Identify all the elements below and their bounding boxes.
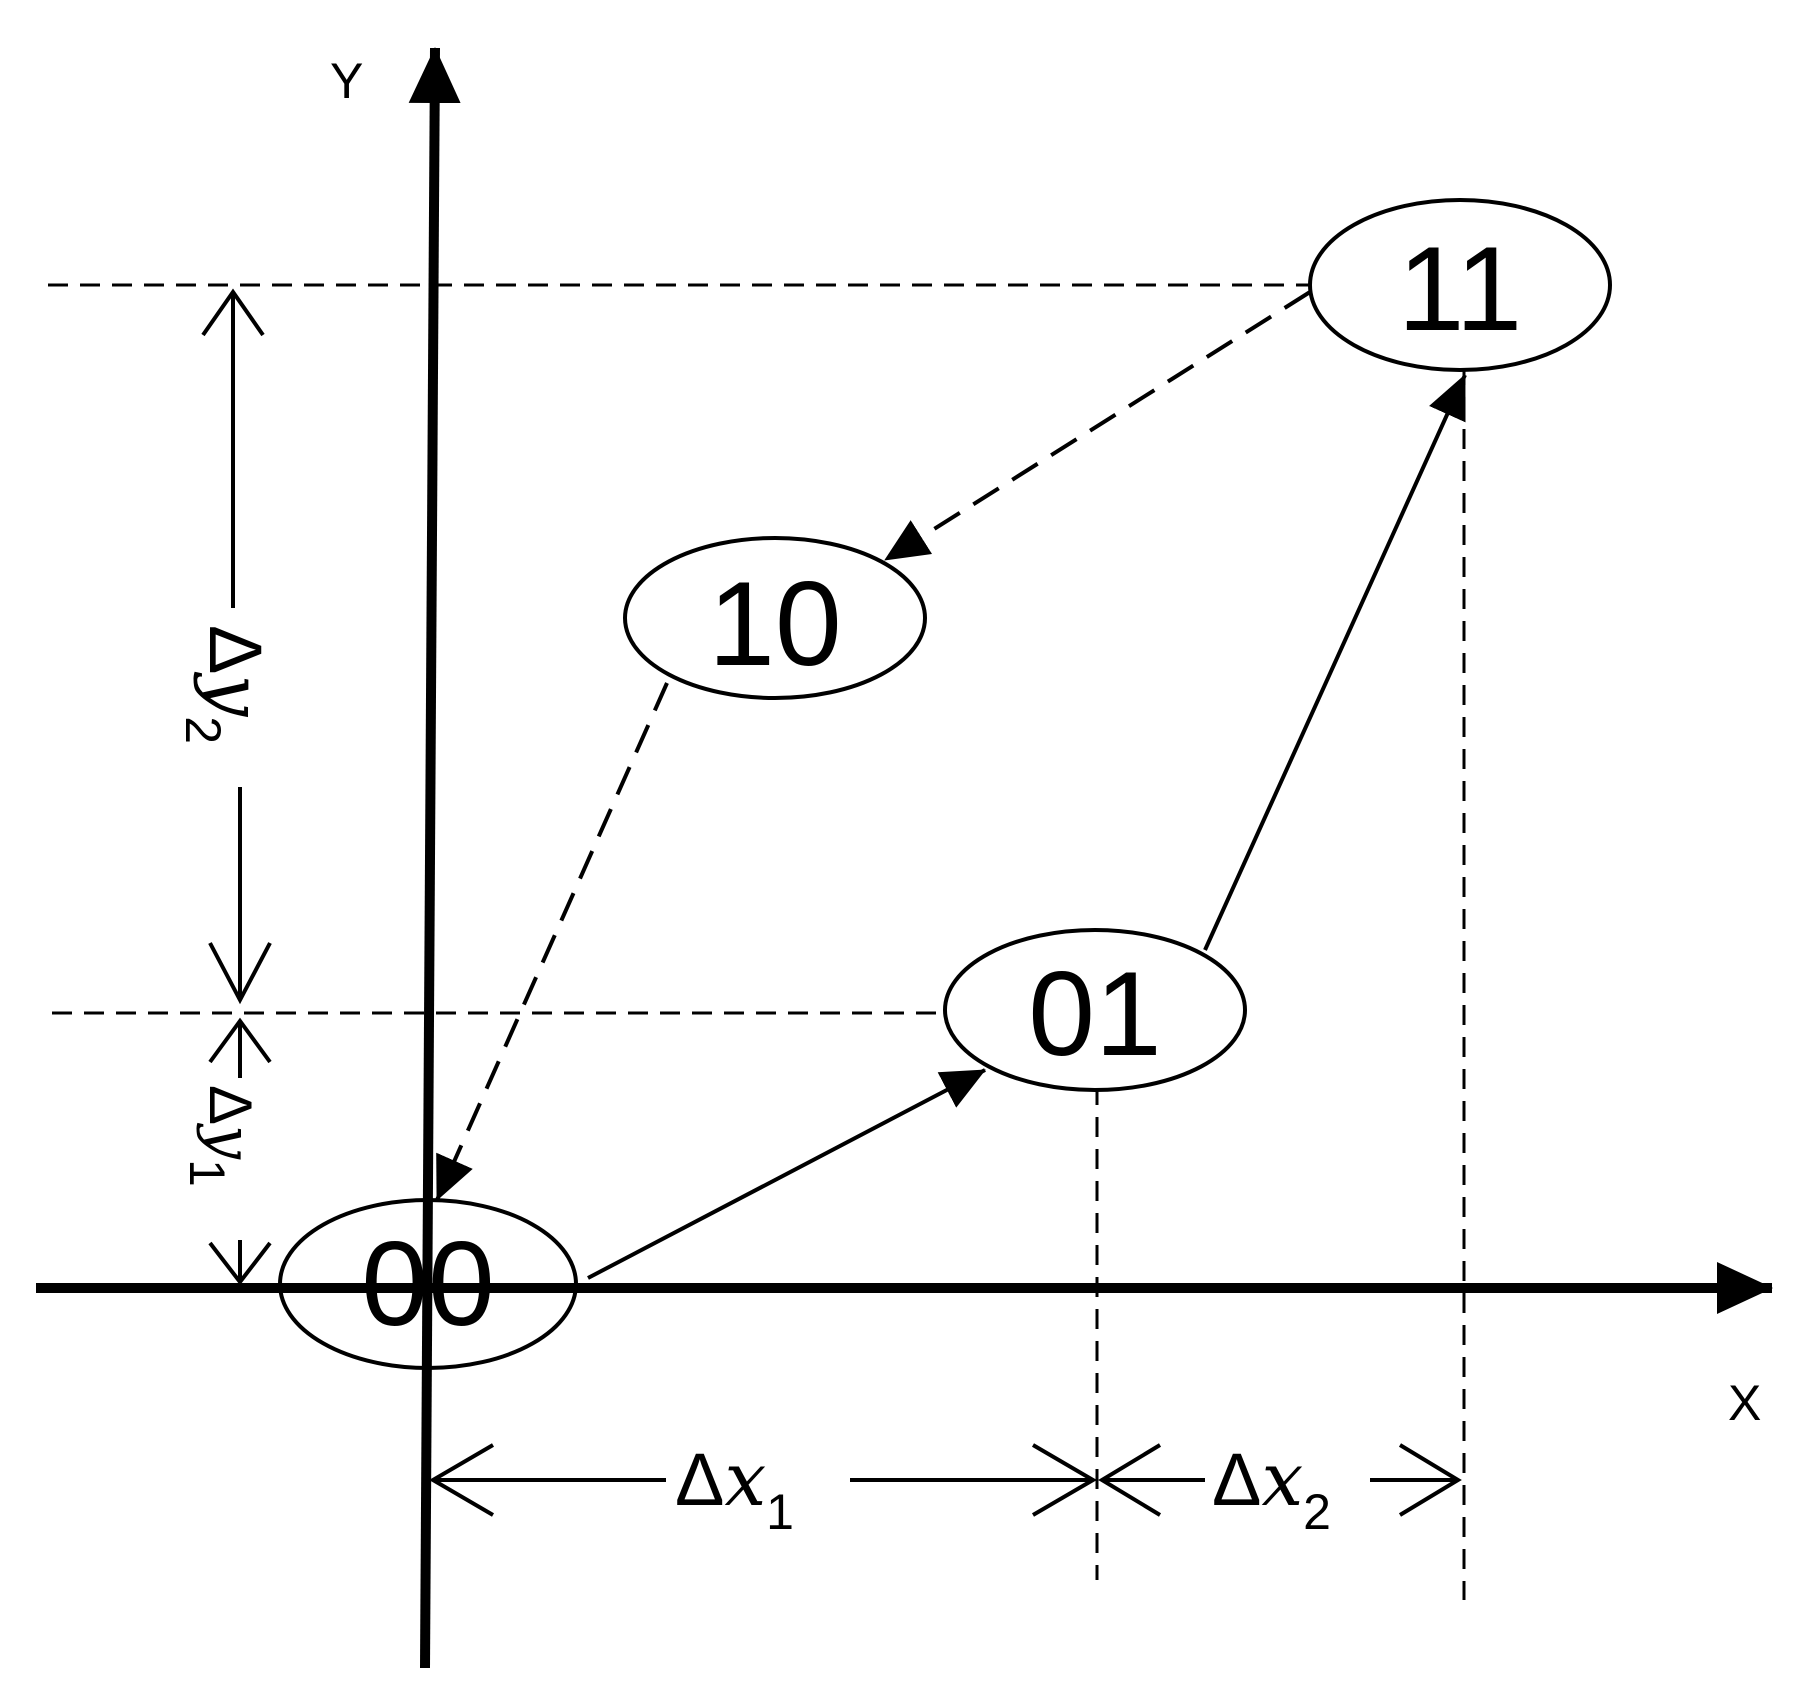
dim-y1-top-head	[208, 1017, 272, 1064]
state-10-ellipse	[623, 536, 927, 700]
dim-x2-left-head	[1098, 1443, 1162, 1517]
transition-01-to-11	[1203, 374, 1467, 951]
dim-x2-label: Δx2	[1212, 1437, 1331, 1540]
dim-x2-right-head	[1398, 1443, 1462, 1517]
dim-y1-label: Δy1	[179, 1085, 265, 1187]
dim-y1-delta: Δ	[197, 1085, 264, 1125]
dim-y2-bottom-head	[208, 942, 272, 1005]
dim-x2-var: x	[1261, 1437, 1303, 1523]
dim-x1-delta: Δ	[675, 1438, 724, 1521]
transition-10-to-00	[435, 682, 669, 1201]
x-axis-label: X	[1728, 1375, 1761, 1431]
dim-x2-delta: Δ	[1212, 1438, 1261, 1521]
dim-y1-var: y	[195, 1122, 265, 1160]
state-00-ellipse	[278, 1198, 578, 1370]
dim-x-arrows	[429, 1443, 1462, 1517]
dim-y2-label: Δy2	[175, 625, 278, 744]
state-10: 10	[623, 536, 927, 700]
state-00-label: 00	[361, 1217, 494, 1351]
dim-y1-sub: 1	[179, 1159, 235, 1187]
dim-y2-var: y	[192, 671, 278, 717]
axes	[36, 47, 1773, 1669]
transition-00-to-01	[587, 1068, 986, 1280]
y-axis	[408, 47, 461, 1669]
state-11-label: 11	[1398, 222, 1523, 356]
transitions	[435, 290, 1467, 1280]
dim-y1-bottom-head	[208, 1241, 272, 1286]
dim-x1-right-head	[1031, 1443, 1097, 1517]
dim-x1-var: x	[724, 1437, 766, 1523]
dim-x1-label: Δx1	[675, 1437, 794, 1540]
y-axis-label: Y	[330, 53, 363, 109]
guide-lines	[48, 283, 1466, 1600]
dim-x1-sub: 1	[766, 1484, 794, 1540]
dim-y2-top-head	[201, 288, 265, 337]
state-01-ellipse	[943, 928, 1247, 1092]
state-00: 00	[278, 1198, 578, 1370]
dim-y2-delta: Δ	[194, 625, 277, 674]
state-11: 11	[1308, 198, 1612, 372]
transition-11-to-10	[883, 290, 1312, 562]
state-11-ellipse	[1308, 198, 1612, 372]
dim-y2-sub: 2	[175, 716, 231, 744]
dim-y-arrows	[201, 288, 272, 1286]
state-10-label: 10	[708, 557, 841, 691]
state-01-label: 01	[1028, 947, 1161, 1081]
state-01: 01	[943, 928, 1247, 1092]
dim-x2-sub: 2	[1303, 1484, 1331, 1540]
dim-x1-left-head	[429, 1443, 495, 1517]
